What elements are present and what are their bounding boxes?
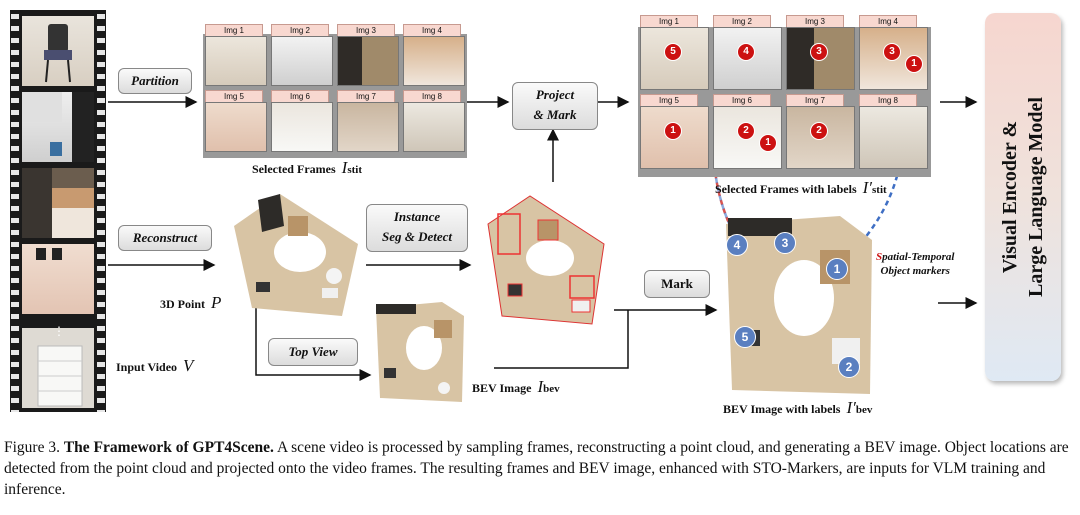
reconstruct-label: Reconstruct: [132, 230, 198, 245]
video-frame-chair: [22, 16, 94, 86]
labeled-frame-thumb-8: [859, 106, 928, 169]
selected-frames-subscript: stit: [347, 164, 362, 176]
project-mark-step: Project & Mark: [512, 82, 598, 130]
sto-line1: patial-Temporal: [882, 251, 955, 263]
frame-thumb-4: [403, 36, 465, 86]
bev-labels-subscript: bev: [855, 404, 873, 416]
labeled-frame-marker-4-1: 1: [905, 55, 923, 73]
instance-seg-room: [487, 195, 605, 325]
figure-caption: Figure 3. The Framework of GPT4Scene. A …: [4, 437, 1074, 500]
frame-thumb-5: [205, 102, 267, 152]
labeled-frame-marker-3-3: 3: [810, 43, 828, 61]
bev-marker-1: 1: [826, 258, 848, 280]
bev-labels-text: BEV Image with labels: [723, 402, 841, 416]
top-view-step: Top View: [268, 338, 358, 366]
point3d-symbol: P: [211, 293, 222, 312]
instance-seg-label-line2: Seg & Detect: [381, 229, 453, 244]
frame-thumb-1: [205, 36, 267, 86]
input-video-filmstrip: [10, 10, 106, 412]
sto-first-letter: S: [876, 251, 883, 263]
bev-labels-symbol: I′: [846, 398, 856, 417]
caption-fig-number: Figure 3.: [4, 439, 60, 456]
frame-thumb-7: [337, 102, 399, 152]
video-frame-curtain: [22, 168, 94, 238]
instance-seg-label-line1: Instance: [393, 209, 441, 224]
labeled-frame-marker-4-3: 3: [883, 43, 901, 61]
bev-subscript: bev: [543, 383, 560, 395]
project-mark-label-line1: Project: [535, 87, 575, 102]
bev-marker-5: 5: [734, 326, 756, 348]
labeled-frames-subscript: stit: [872, 184, 887, 196]
input-video-label: Input Video V: [116, 356, 193, 376]
labeled-frame-marker-6-2: 2: [737, 122, 755, 140]
bev-image: [376, 302, 464, 402]
labeled-frames-symbol: I′: [862, 178, 873, 197]
vlm-line1: Visual Encoder &: [999, 120, 1021, 274]
bev-labels-label: BEV Image with labels I′bev: [723, 398, 872, 418]
selected-frames-label: Selected Frames Istit: [252, 158, 362, 178]
labeled-frame-marker-7-2: 2: [810, 122, 828, 140]
selected-frames-symbol: I: [341, 158, 348, 177]
point-cloud-room: [234, 194, 358, 316]
mark-step: Mark: [644, 270, 710, 298]
frame-thumb-3: [337, 36, 399, 86]
caption-title: The Framework of GPT4Scene.: [63, 439, 274, 456]
video-frame-bin: [22, 92, 94, 162]
bev-symbol: I: [537, 377, 544, 396]
labeled-frame-marker-6-1: 1: [759, 134, 777, 152]
labeled-frame-marker-1-5: 5: [664, 43, 682, 61]
partition-step: Partition: [118, 68, 192, 94]
partition-label: Partition: [131, 73, 179, 88]
reconstruct-step: Reconstruct: [118, 225, 212, 251]
vlm-text: Visual Encoder & Large Language Model: [997, 97, 1049, 297]
bev-marker-4: 4: [726, 234, 748, 256]
input-video-text: Input Video: [116, 360, 178, 374]
point3d-text: 3D Point: [160, 297, 205, 311]
film-perforation-left: [11, 10, 19, 412]
labeled-frame-marker-5-1: 1: [664, 122, 682, 140]
film-perforation-right: [97, 10, 105, 412]
bev-label: BEV Image Ibev: [472, 377, 560, 397]
project-mark-label-line2: & Mark: [533, 107, 577, 122]
video-frame-dresser: [22, 328, 94, 408]
labeled-frames-text: Selected Frames with labels: [715, 182, 857, 196]
mark-label: Mark: [661, 276, 693, 291]
vlm-line2: Large Language Model: [1025, 97, 1047, 297]
point3d-label: 3D Point P: [160, 293, 221, 313]
labeled-frame-tag-6: Img 6: [713, 94, 771, 107]
bev-marker-3: 3: [774, 232, 796, 254]
input-video-symbol: V: [183, 356, 194, 375]
caption-body: A scene video is processed by sampling f…: [4, 439, 1069, 498]
labeled-frames-label: Selected Frames with labels I′stit: [715, 178, 887, 198]
selected-frames-text: Selected Frames: [252, 162, 336, 176]
labeled-frame-marker-2-4: 4: [737, 43, 755, 61]
sto-line2: Object markers: [880, 265, 950, 277]
frame-thumb-8: [403, 102, 465, 152]
instance-seg-step: Instance Seg & Detect: [366, 204, 468, 252]
frame-thumb-6: [271, 102, 333, 152]
video-frame-bed: [22, 244, 94, 314]
vlm-box: Visual Encoder & Large Language Model: [985, 13, 1061, 381]
top-view-label: Top View: [288, 344, 338, 359]
sto-markers-label: Spatial-Temporal Object markers: [876, 250, 954, 278]
bev-marker-2: 2: [838, 356, 860, 378]
bev-text: BEV Image: [472, 381, 532, 395]
frame-thumb-2: [271, 36, 333, 86]
